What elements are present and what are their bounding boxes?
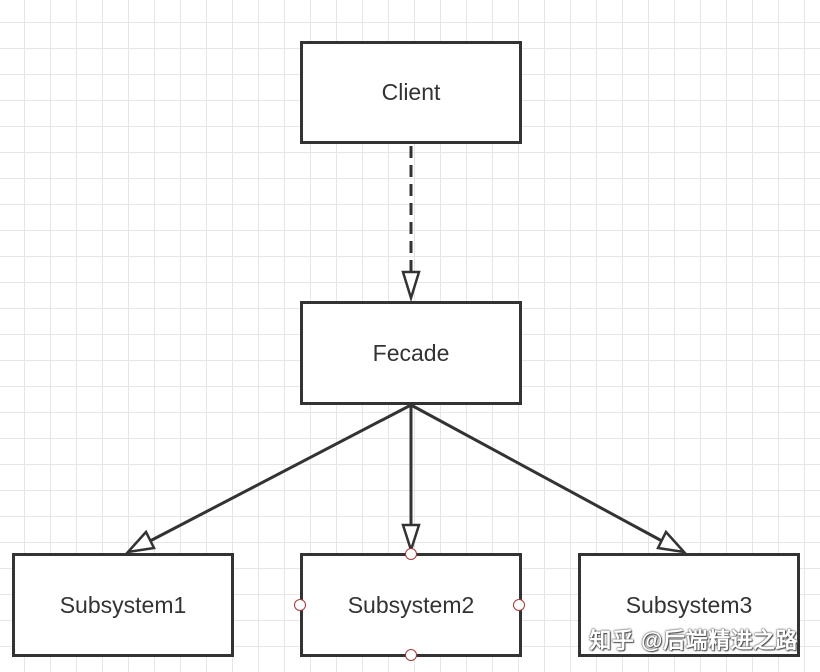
edge-fecade-sub3[interactable] bbox=[410, 403, 663, 543]
resize-handle-bottom[interactable] bbox=[405, 649, 417, 661]
resize-handle-top[interactable] bbox=[405, 548, 417, 560]
subsystem2-label: Subsystem2 bbox=[347, 591, 475, 618]
fecade-node[interactable]: Fecade bbox=[300, 301, 522, 405]
edge-fecade-sub3-arrowhead bbox=[656, 529, 688, 554]
subsystem3-label: Subsystem3 bbox=[625, 591, 753, 618]
edge-fecade-sub1-arrowhead bbox=[124, 529, 156, 554]
watermark: 知乎 @后端精进之路 bbox=[589, 628, 798, 653]
subsystem1-node[interactable]: Subsystem1 bbox=[12, 553, 234, 657]
edge-fecade-sub1[interactable] bbox=[149, 403, 412, 543]
resize-handle-right[interactable] bbox=[513, 599, 525, 611]
subsystem3-node[interactable]: Subsystem3 bbox=[578, 553, 800, 657]
subsystem1-label: Subsystem1 bbox=[59, 591, 187, 618]
fecade-label: Fecade bbox=[372, 339, 450, 366]
client-node[interactable]: Client bbox=[300, 41, 522, 144]
subsystem2-node[interactable]: Subsystem2 bbox=[300, 553, 522, 657]
resize-handle-left[interactable] bbox=[294, 599, 306, 611]
edge-client-fecade-arrowhead bbox=[401, 270, 421, 303]
client-label: Client bbox=[381, 79, 441, 105]
edge-fecade-sub2-arrowhead bbox=[401, 523, 421, 555]
